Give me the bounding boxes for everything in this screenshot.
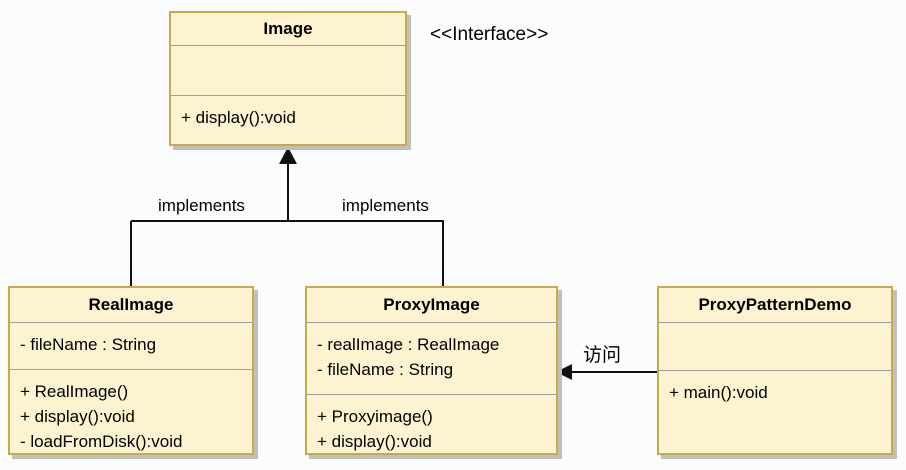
methods-section-realimage: + RealImage() + display():void - loadFro…: [10, 370, 252, 454]
class-box-proxypatterndemo: ProxyPatternDemo + main():void: [657, 286, 893, 455]
methods-section-proxypatterndemo: + main():void: [659, 371, 891, 453]
method-item: - loadFromDisk():void: [20, 432, 183, 451]
implements-label-right: implements: [342, 196, 429, 215]
method-item: + Proxyimage(): [317, 407, 433, 426]
method-item: + display():void: [181, 108, 296, 127]
access-arrowhead-icon: [556, 364, 572, 380]
proxyimage-implements-vertical-line: [442, 221, 444, 286]
attributes-section-image: [171, 46, 405, 96]
method-item: + RealImage(): [20, 382, 129, 401]
access-label: 访问: [583, 345, 622, 366]
implements-arrow-shaft: [287, 160, 289, 222]
class-title-image: Image: [171, 13, 405, 46]
class-title-proxyimage: ProxyImage: [307, 288, 556, 323]
class-title-proxypatterndemo: ProxyPatternDemo: [659, 288, 891, 323]
attributes-section-realimage: - fileName : String: [10, 323, 252, 370]
method-item: + main():void: [669, 383, 768, 402]
method-item: + display():void: [20, 407, 135, 426]
class-box-image: Image + display():void: [169, 11, 407, 146]
implements-label-left: implements: [158, 196, 245, 215]
attribute-item: - fileName : String: [20, 335, 157, 354]
implements-arrowhead-icon: [279, 147, 297, 164]
attributes-section-proxypatterndemo: [659, 323, 891, 371]
class-box-proxyimage: ProxyImage - realImage : RealImage - fil…: [305, 286, 558, 455]
access-arrow-shaft: [570, 371, 657, 373]
methods-section-image: + display():void: [171, 96, 405, 144]
interface-stereotype-label: <<Interface>>: [430, 24, 549, 45]
attribute-item: - realImage : RealImage: [317, 335, 500, 354]
methods-section-proxyimage: + Proxyimage() + display():void: [307, 395, 556, 454]
class-box-realimage: RealImage - fileName : String + RealImag…: [8, 286, 254, 455]
method-item: + display():void: [317, 432, 432, 451]
attributes-section-proxyimage: - realImage : RealImage - fileName : Str…: [307, 323, 556, 395]
class-title-realimage: RealImage: [10, 288, 252, 323]
attribute-item: - fileName : String: [317, 360, 454, 379]
realimage-implements-vertical-line: [130, 221, 132, 286]
